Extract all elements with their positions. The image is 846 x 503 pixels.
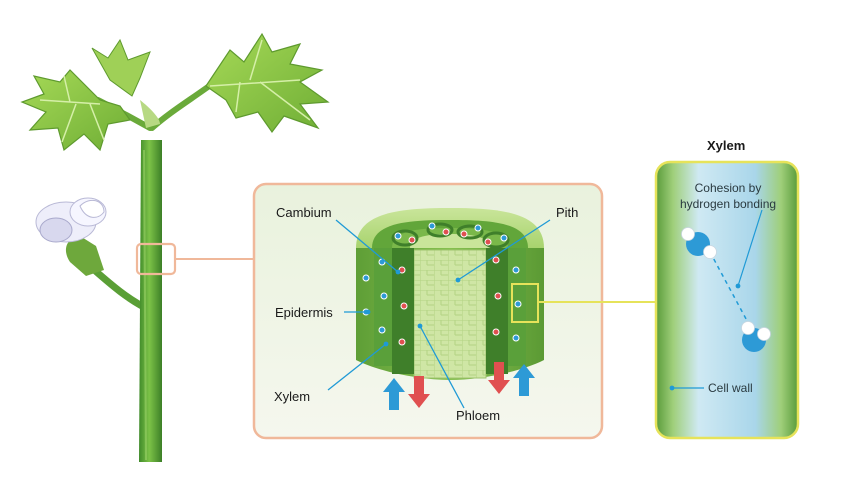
phloem-label: Phloem [456,408,501,423]
epidermis-label: Epidermis [275,305,333,320]
phloem-pointer [419,325,465,409]
cohesion-label-line2: hydrogen bonding [679,197,777,211]
hydrogen-bond-line [709,251,753,331]
cohesion-label-line1: Cohesion by [694,181,762,195]
stem-cross-section-panel [252,182,604,440]
cambium-label: Cambium [276,205,332,220]
arrow-down-icon [408,376,430,408]
pith-pointer [457,219,551,281]
cambium-pointer [335,219,399,273]
phloem-cells [398,228,502,346]
pith-label: Pith [556,205,579,220]
right-leaf [205,32,330,134]
water-molecule-icon [681,227,717,259]
water-molecule-icon [741,321,771,352]
xylem-cells [362,222,522,342]
arrow-up-icon [383,378,405,410]
xylem-label: Xylem [274,389,311,404]
flower [35,197,107,276]
xylem-pointer [327,343,387,391]
arrow-up-icon [513,364,535,396]
arrow-down-icon [488,362,510,394]
xylem-panel-title: Xylem [707,138,746,153]
xylem-detail-panel [654,160,800,440]
left-leaf [20,69,132,152]
plant-illustration [20,32,330,462]
cell-wall-label: Cell wall [708,381,753,395]
